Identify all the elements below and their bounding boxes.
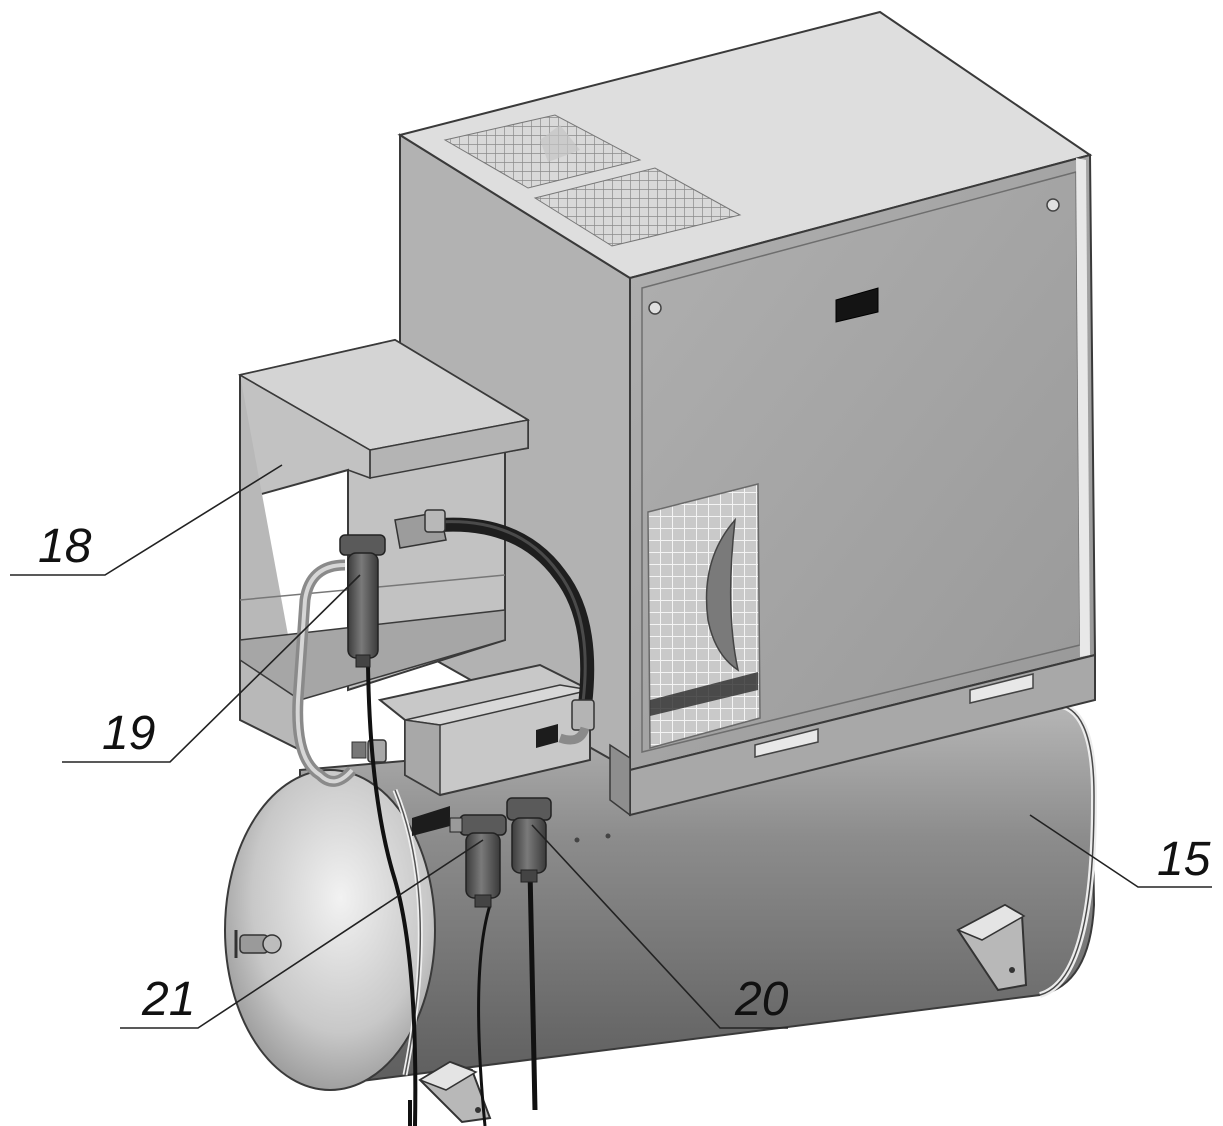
top-vent-grille-1 bbox=[443, 114, 642, 189]
leader-lines bbox=[10, 464, 1212, 1029]
fan-icon bbox=[705, 517, 740, 672]
leader-line-15 bbox=[1029, 814, 1212, 888]
drain-valve bbox=[234, 930, 282, 958]
callout-label-15: 15 bbox=[1157, 833, 1211, 886]
leader-line-19 bbox=[62, 574, 361, 763]
leader-line-20 bbox=[531, 824, 788, 1029]
filter-21 bbox=[449, 814, 507, 908]
callout-label-21: 21 bbox=[142, 973, 196, 1026]
top-vent-grille-2 bbox=[533, 167, 742, 247]
leader-line-18 bbox=[10, 464, 283, 576]
callout-label-18: 18 bbox=[38, 520, 92, 573]
air-receiver-tank bbox=[224, 701, 1098, 1091]
leader-line-21 bbox=[120, 839, 484, 1029]
tank-foot-rear bbox=[956, 903, 1028, 992]
air-pipes bbox=[292, 509, 595, 1126]
display-window bbox=[835, 287, 879, 323]
callout-label-19: 19 bbox=[102, 707, 156, 760]
callout-label-20: 20 bbox=[735, 973, 789, 1026]
filter-20 bbox=[506, 797, 552, 883]
compressor-cabinet bbox=[397, 10, 1097, 817]
tank-end-cap bbox=[224, 769, 436, 1091]
